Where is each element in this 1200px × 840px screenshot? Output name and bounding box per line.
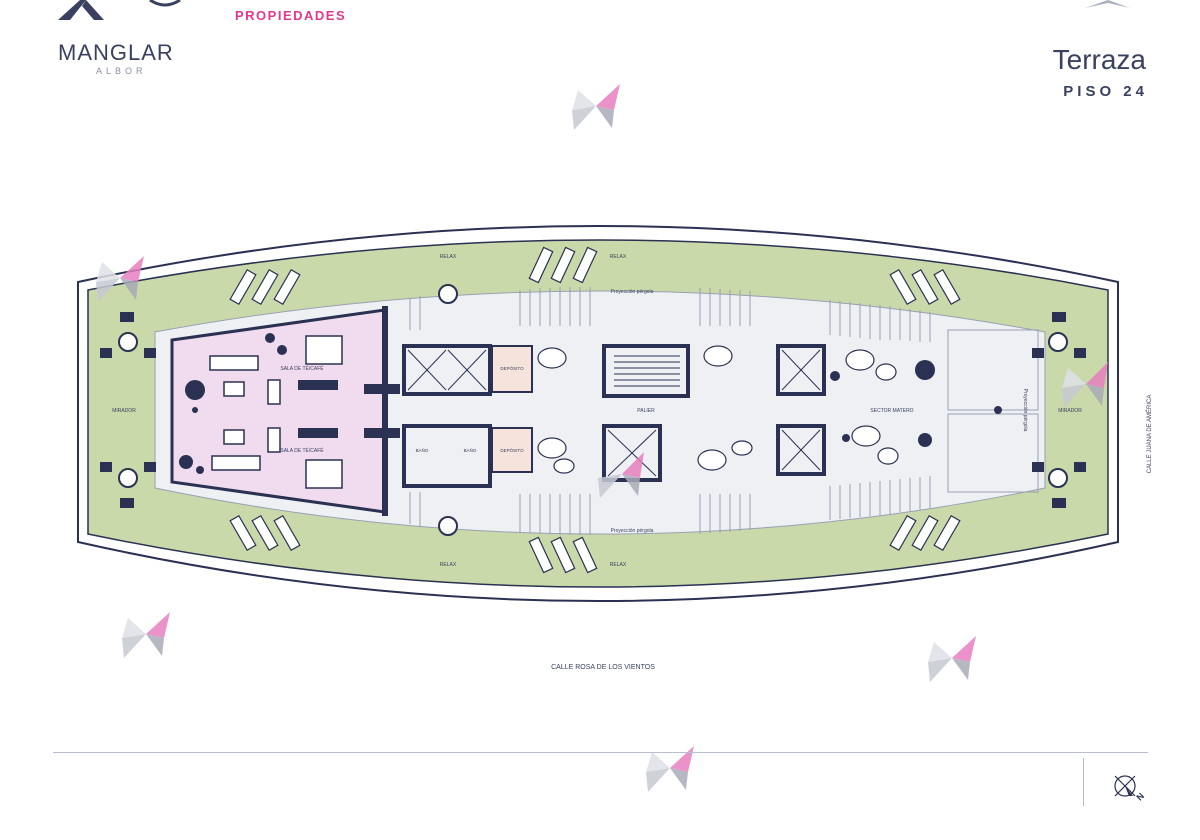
sector-matero-furniture — [537, 345, 899, 474]
pergola-bottom — [409, 476, 931, 535]
pergola-right — [947, 329, 1039, 493]
label-bano-right: BAÑO — [464, 447, 477, 453]
plant-icons — [179, 333, 1002, 474]
label-relax-bottom-right: RELAX — [610, 562, 627, 568]
label-mirador-right: MIRADOR — [1058, 408, 1082, 414]
mirador-seats — [100, 284, 1086, 536]
label-palier: PALIER — [637, 408, 655, 414]
label-relax-bottom: RELAX — [440, 562, 457, 568]
street-east-label: CALLE JUANA DE AMÉRICA — [1146, 395, 1153, 474]
label-proyeccion-bottom: Proyección pérgola — [611, 528, 654, 534]
partner-logo-icon — [149, 0, 181, 7]
manglar-logo-icon — [58, 0, 104, 20]
watermark-logo-icon — [96, 256, 144, 302]
deposito-bottom — [491, 427, 533, 473]
page-title: Terraza — [1052, 44, 1146, 75]
label-relax-top: RELAX — [440, 254, 457, 260]
brand-subtitle: ALBOR — [96, 66, 147, 76]
partner-name: PROPIEDADES — [235, 8, 347, 23]
watermark-logo-icon — [928, 636, 976, 682]
corner-logo-icon — [1085, 0, 1130, 8]
label-deposito-bottom: DEPÓSITO — [500, 447, 524, 453]
label-sala-tecafe-bottom: SALA DE TÉ/CAFÉ — [280, 447, 324, 454]
label-proyeccion-right: Proyección pérgola — [1022, 389, 1028, 432]
label-proyeccion-top: Proyección pérgola — [611, 289, 654, 295]
label-bano-left: BAÑO — [416, 447, 429, 453]
shaft-crosses — [407, 349, 821, 477]
page-subtitle: PISO 24 — [1063, 83, 1148, 100]
watermark-logo-icon — [572, 84, 620, 130]
compass-icon — [1114, 775, 1136, 797]
watermark-logo-icon — [598, 452, 644, 498]
sun-loungers — [229, 246, 961, 574]
pergola-top — [409, 287, 931, 342]
brand-name: MANGLAR — [58, 40, 174, 65]
stair — [614, 355, 680, 387]
watermark-logo-icon — [1062, 362, 1108, 408]
label-deposito-top: DEPÓSITO — [500, 365, 524, 371]
compass: N — [1114, 775, 1146, 803]
footer-divider — [53, 752, 1148, 753]
watermark-logo-icon — [122, 612, 170, 658]
lounge-furniture — [209, 335, 343, 489]
label-relax-top-right: RELAX — [610, 254, 627, 260]
street-south-label: CALLE ROSA DE LOS VIENTOS — [551, 664, 655, 671]
label-sala-tecafe-top: SALA DE TÉ/CAFÉ — [280, 365, 324, 372]
counter-blocks — [298, 380, 400, 438]
footer-vertical-divider — [1083, 758, 1084, 806]
label-sector-matero: SECTOR MATERO — [870, 408, 913, 414]
deposito-top — [491, 345, 533, 393]
watermark-logo-icon — [646, 746, 694, 792]
label-mirador-left: MIRADOR — [112, 408, 136, 414]
compass-north-label: N — [1134, 791, 1146, 803]
